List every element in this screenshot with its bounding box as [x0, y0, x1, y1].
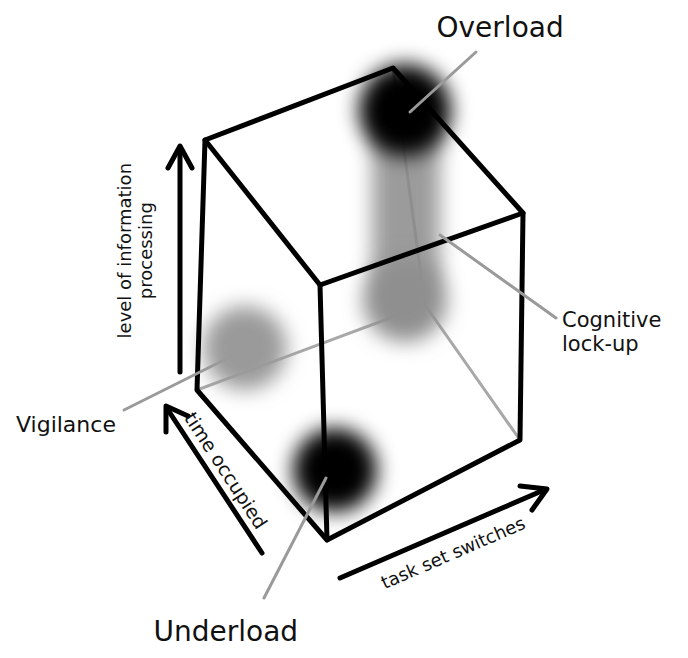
underload-blob [293, 428, 377, 512]
lockup-blob [363, 258, 447, 342]
cube-top [205, 68, 523, 285]
state-label: Underload [154, 616, 299, 648]
axis-label: level of information processing [114, 143, 155, 358]
arrow-head [168, 146, 192, 168]
state-label: Cognitive lock-up [562, 308, 682, 356]
axis-arrow [168, 410, 262, 553]
cube-sides [197, 140, 523, 540]
vigilance-blob [203, 306, 287, 390]
state-label: Overload [437, 12, 564, 44]
axis-label: time occupied [179, 409, 271, 534]
hidden-edge [425, 305, 520, 440]
arrow-head [520, 486, 547, 510]
cube-edge [320, 285, 327, 540]
leader-line [264, 478, 326, 598]
leader-line [440, 235, 556, 318]
axis-arrow [178, 150, 183, 372]
state-label: Vigilance [16, 412, 116, 437]
leader-line [410, 52, 476, 112]
